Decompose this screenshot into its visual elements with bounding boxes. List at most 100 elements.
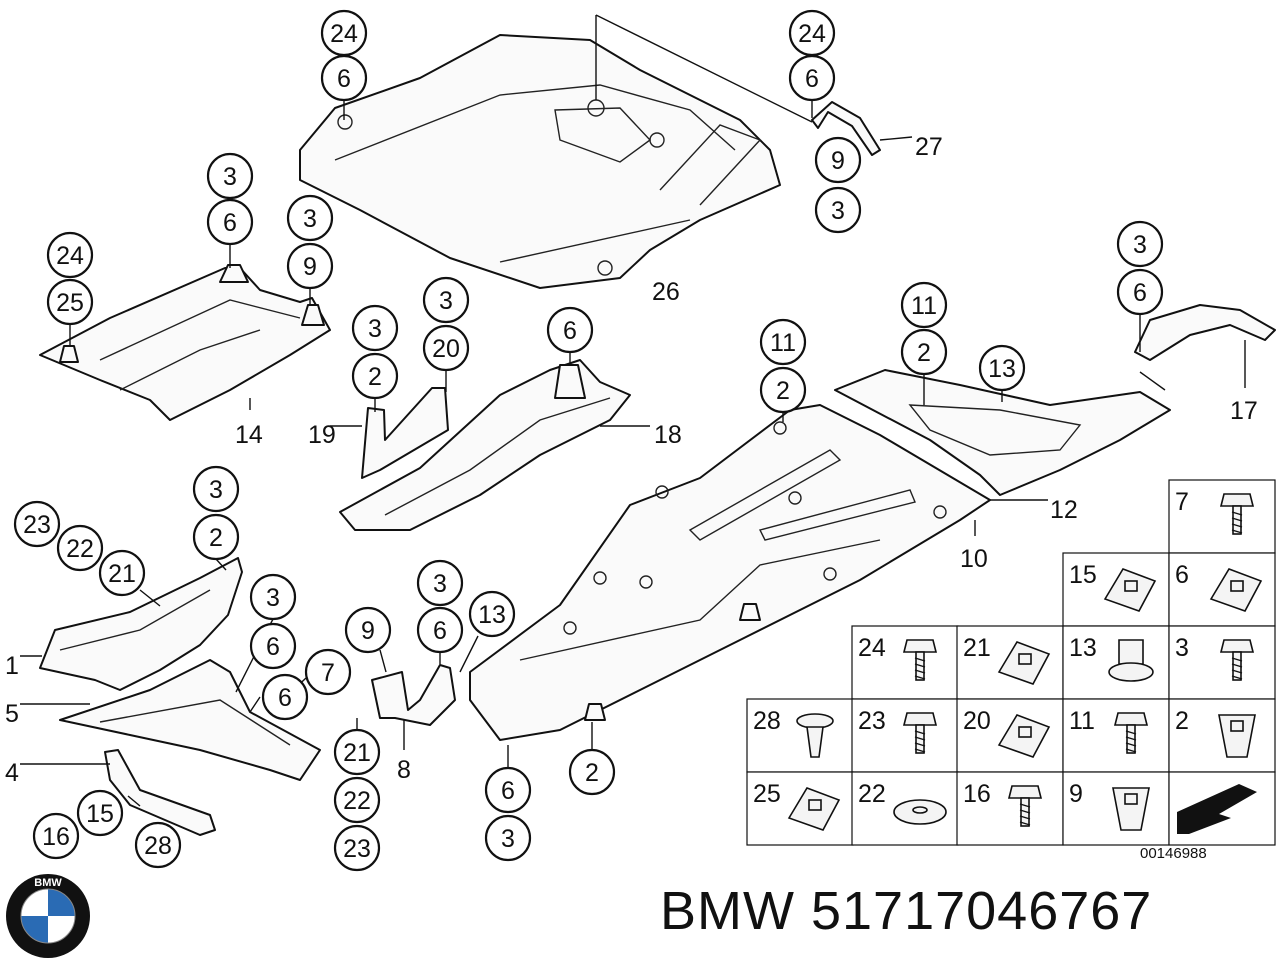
hardware-cell-arrow [1168,771,1276,846]
callout-25: 25 [46,278,94,326]
part-label-8: 8 [397,756,411,784]
hardware-label: 3 [1175,634,1189,662]
callout-number: 3 [501,825,515,853]
hardware-icon [1113,712,1149,754]
callout-3: 3 [286,194,334,242]
callout-3: 3 [1116,220,1164,268]
hardware-icon [1112,787,1150,831]
callout-20: 20 [422,324,470,372]
hardware-label: 16 [963,780,991,808]
part-label-4: 4 [5,759,19,787]
part-number-caption: BMW 51717046767 [660,881,1153,941]
callout-number: 25 [56,289,84,317]
part-26-underbody-panel [299,34,781,289]
callout-number: 13 [478,601,506,629]
hardware-icon [1219,493,1255,535]
part-label-10: 10 [960,545,988,573]
hardware-icon [787,787,841,831]
callout-24: 24 [320,9,368,57]
callout-number: 11 [770,329,796,357]
callout-number: 3 [223,163,237,191]
part-27-bracket [811,101,881,156]
callout-number: 2 [585,759,599,787]
hardware-cell-22: 22 [851,771,959,846]
callout-number: 20 [432,335,460,363]
part-label-5: 5 [5,700,19,728]
callout-number: 22 [343,787,371,815]
hardware-icon [902,712,938,754]
callout-3: 3 [416,559,464,607]
callout-number: 21 [108,560,136,588]
hardware-icon [1177,784,1257,834]
callout-number: 24 [56,242,84,270]
callout-23: 23 [13,500,61,548]
part-label-1: 1 [5,652,19,680]
callout-2: 2 [759,366,807,414]
hardware-icon [1209,568,1263,612]
callout-number: 23 [23,511,51,539]
hardware-cell-3: 3 [1168,625,1276,700]
callout-24: 24 [46,231,94,279]
bmw-logo: BMW [6,874,90,958]
callout-9: 9 [286,242,334,290]
hardware-label: 28 [753,707,781,735]
callout-number: 22 [66,535,94,563]
hardware-cell-21: 21 [956,625,1064,700]
callout-number: 6 [337,65,351,93]
callout-11: 11 [900,281,948,329]
hardware-icon [997,641,1051,685]
callout-28: 28 [134,821,182,869]
callout-number: 6 [266,633,280,661]
callout-2: 2 [900,328,948,376]
hardware-label: 9 [1069,780,1083,808]
callout-number: 3 [303,205,317,233]
callout-3: 3 [422,276,470,324]
callout-number: 6 [278,684,292,712]
callout-number: 11 [911,292,937,320]
part-4-strip [104,749,216,836]
callout-number: 6 [1133,279,1147,307]
callout-22: 22 [333,776,381,824]
part-label-18: 18 [654,421,682,449]
hardware-label: 11 [1069,707,1095,735]
callout-6: 6 [249,622,297,670]
hardware-label: 20 [963,707,991,735]
hardware-cell-6: 6 [1168,552,1276,627]
part-8-bracket [371,664,456,726]
callout-number: 7 [321,659,335,687]
callout-number: 2 [209,524,223,552]
hardware-label: 23 [858,707,886,735]
part-17-bracket [1134,304,1276,361]
part-14-panel [39,264,331,421]
hardware-cell-13: 13 [1062,625,1170,700]
hardware-cell-11: 11 [1062,698,1170,773]
hardware-icon [1103,568,1157,612]
part-12-panel [834,369,1171,496]
callout-number: 15 [86,800,114,828]
hardware-cell-16: 16 [956,771,1064,846]
callout-number: 2 [368,363,382,391]
callout-7: 7 [304,648,352,696]
callout-number: 16 [42,823,70,851]
part-label-19: 19 [308,421,336,449]
part-label-26: 26 [652,278,680,306]
hardware-icon [1007,785,1043,827]
hardware-cell-20: 20 [956,698,1064,773]
part-label-14: 14 [235,421,263,449]
callout-6: 6 [320,54,368,102]
callout-number: 6 [563,317,577,345]
hardware-cell-7: 7 [1168,479,1276,554]
callout-number: 6 [501,777,515,805]
callout-21: 21 [333,728,381,776]
callout-2: 2 [568,748,616,796]
hardware-label: 7 [1175,488,1189,516]
callout-number: 9 [303,253,317,281]
part-1-cover [39,557,243,691]
callout-2: 2 [351,352,399,400]
callout-9: 9 [344,606,392,654]
part-label-27: 27 [915,133,943,161]
callout-number: 6 [433,617,447,645]
